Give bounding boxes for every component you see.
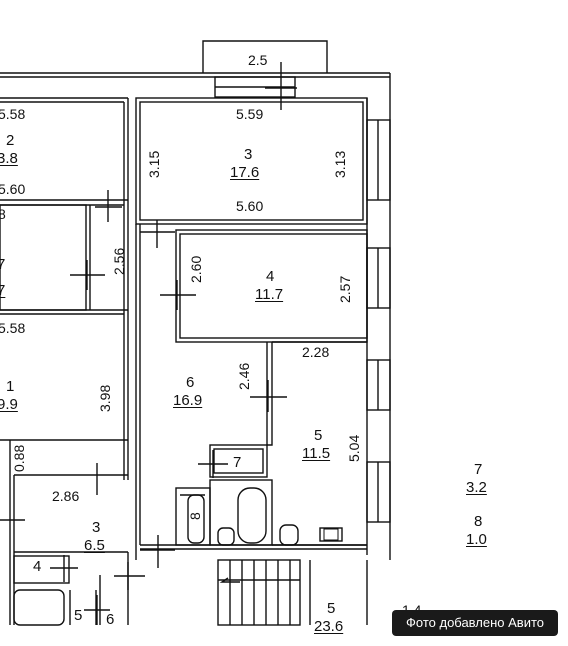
room-1-number: 1 xyxy=(6,378,15,395)
dim-balcony-width: 2.5 xyxy=(248,52,268,68)
room-4-area: 11.7 xyxy=(255,286,284,303)
room-5-number: 5 xyxy=(314,427,323,444)
room-8-outside-number: 8 xyxy=(474,513,483,530)
room-3b-area: 6.5 xyxy=(84,537,105,554)
dim-corridor-height: 2.46 xyxy=(236,362,252,390)
dim-0-88: 0.88 xyxy=(11,444,27,472)
dim-room5-top: 2.28 xyxy=(302,344,330,360)
room-8-small: 8 xyxy=(187,512,203,520)
dim-room4-left: 2.60 xyxy=(188,255,204,283)
room-7-left-number: 7 xyxy=(0,256,6,273)
room-1-area: 9.9 xyxy=(0,396,18,413)
room-3-number: 3 xyxy=(244,146,253,163)
room-5-bottom-area: 23.6 xyxy=(314,618,344,635)
room-6-number: 6 xyxy=(186,374,195,391)
room-7-small: 7 xyxy=(233,454,242,471)
dim-room2-bottom: 5.60 xyxy=(0,181,26,197)
dim-room3-right: 3.13 xyxy=(332,150,348,178)
dim-room4-right: 2.57 xyxy=(337,275,353,303)
room-5-area: 11.5 xyxy=(302,445,331,462)
dim-room3b-top: 2.86 xyxy=(52,488,80,504)
dim-room2-top: 5.58 xyxy=(0,106,26,122)
dim-closet-height: 2.56 xyxy=(111,247,127,275)
room-8-outside-area: 1.0 xyxy=(466,531,487,548)
avito-watermark-badge: Фото добавлено Авито xyxy=(392,610,558,636)
room-7-left-area: 7 xyxy=(0,282,6,299)
dim-room5-right: 5.04 xyxy=(346,434,362,462)
room-4-small: 4 xyxy=(33,558,42,575)
room-7-outside-area: 3.2 xyxy=(466,479,487,496)
room-5-tiny: 5 xyxy=(74,607,83,624)
room-6-area: 16.9 xyxy=(173,392,203,409)
dim-room3-bottom: 5.60 xyxy=(236,198,264,214)
room-3-area: 17.6 xyxy=(230,164,260,181)
dim-8-small: 8 xyxy=(0,206,6,222)
room-7-outside-number: 7 xyxy=(474,461,483,478)
room-5-bottom-number: 5 xyxy=(327,600,336,617)
room-2-number: 2 xyxy=(6,132,15,149)
dim-room3-left: 3.15 xyxy=(146,150,162,178)
balcony-outline xyxy=(202,40,328,73)
room-2-area: 3.8 xyxy=(0,150,18,167)
room-4-number: 4 xyxy=(266,268,275,285)
room-3b-number: 3 xyxy=(92,519,101,536)
dim-room1-top: 5.58 xyxy=(0,320,26,336)
dim-room1-right: 3.98 xyxy=(97,384,113,412)
room-6-tiny: 6 xyxy=(106,611,115,628)
dim-room3-top: 5.59 xyxy=(236,106,264,122)
